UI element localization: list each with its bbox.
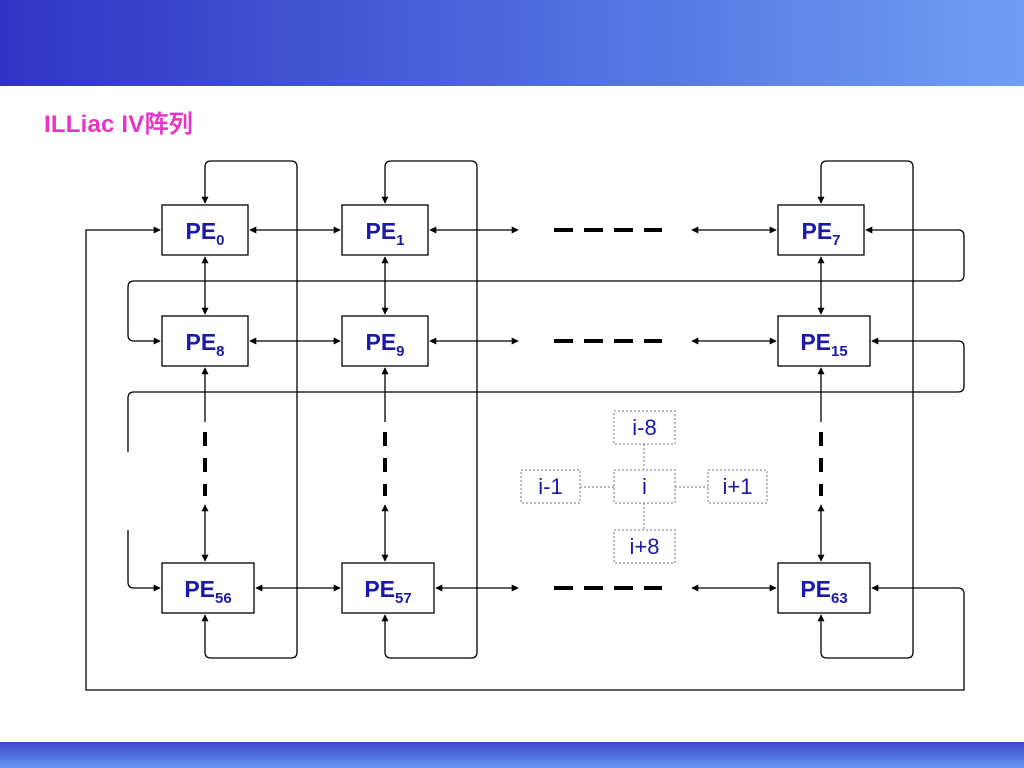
header-band (0, 0, 1024, 86)
neighbor-up-box (613, 410, 676, 445)
pe-node-1: PE1 (341, 204, 429, 256)
neighbor-up-label: i-8 (632, 415, 656, 440)
pe-node-9: PE9 (341, 315, 429, 367)
horizontal-links (249, 226, 777, 592)
neighbor-down-box (613, 529, 676, 564)
pe-node-8: PE8 (161, 315, 249, 367)
slide-title: ILLiac IV阵列 (44, 111, 193, 138)
neighbor-down-label: i+8 (630, 534, 660, 559)
pe-node-63: PE63 (777, 562, 871, 614)
neighbor-right-label: i+1 (723, 474, 753, 499)
center-node-box (613, 469, 676, 504)
footer-band (0, 742, 1024, 768)
neighbor-left-box (520, 469, 581, 504)
pe-node-15: PE15 (777, 315, 871, 367)
neighbor-right-box (707, 469, 768, 504)
row-chain-links (85, 226, 965, 691)
pe-node-0: PE0 (161, 204, 249, 256)
center-node-label: i (642, 474, 647, 499)
pe-node-56: PE56 (161, 562, 255, 614)
pe-node-7: PE7 (777, 204, 865, 256)
neighborhood-inset: i-8 i-1 i i+1 i+8 (520, 410, 768, 564)
neighbor-left-label: i-1 (538, 474, 562, 499)
pe-node-57: PE57 (341, 562, 435, 614)
